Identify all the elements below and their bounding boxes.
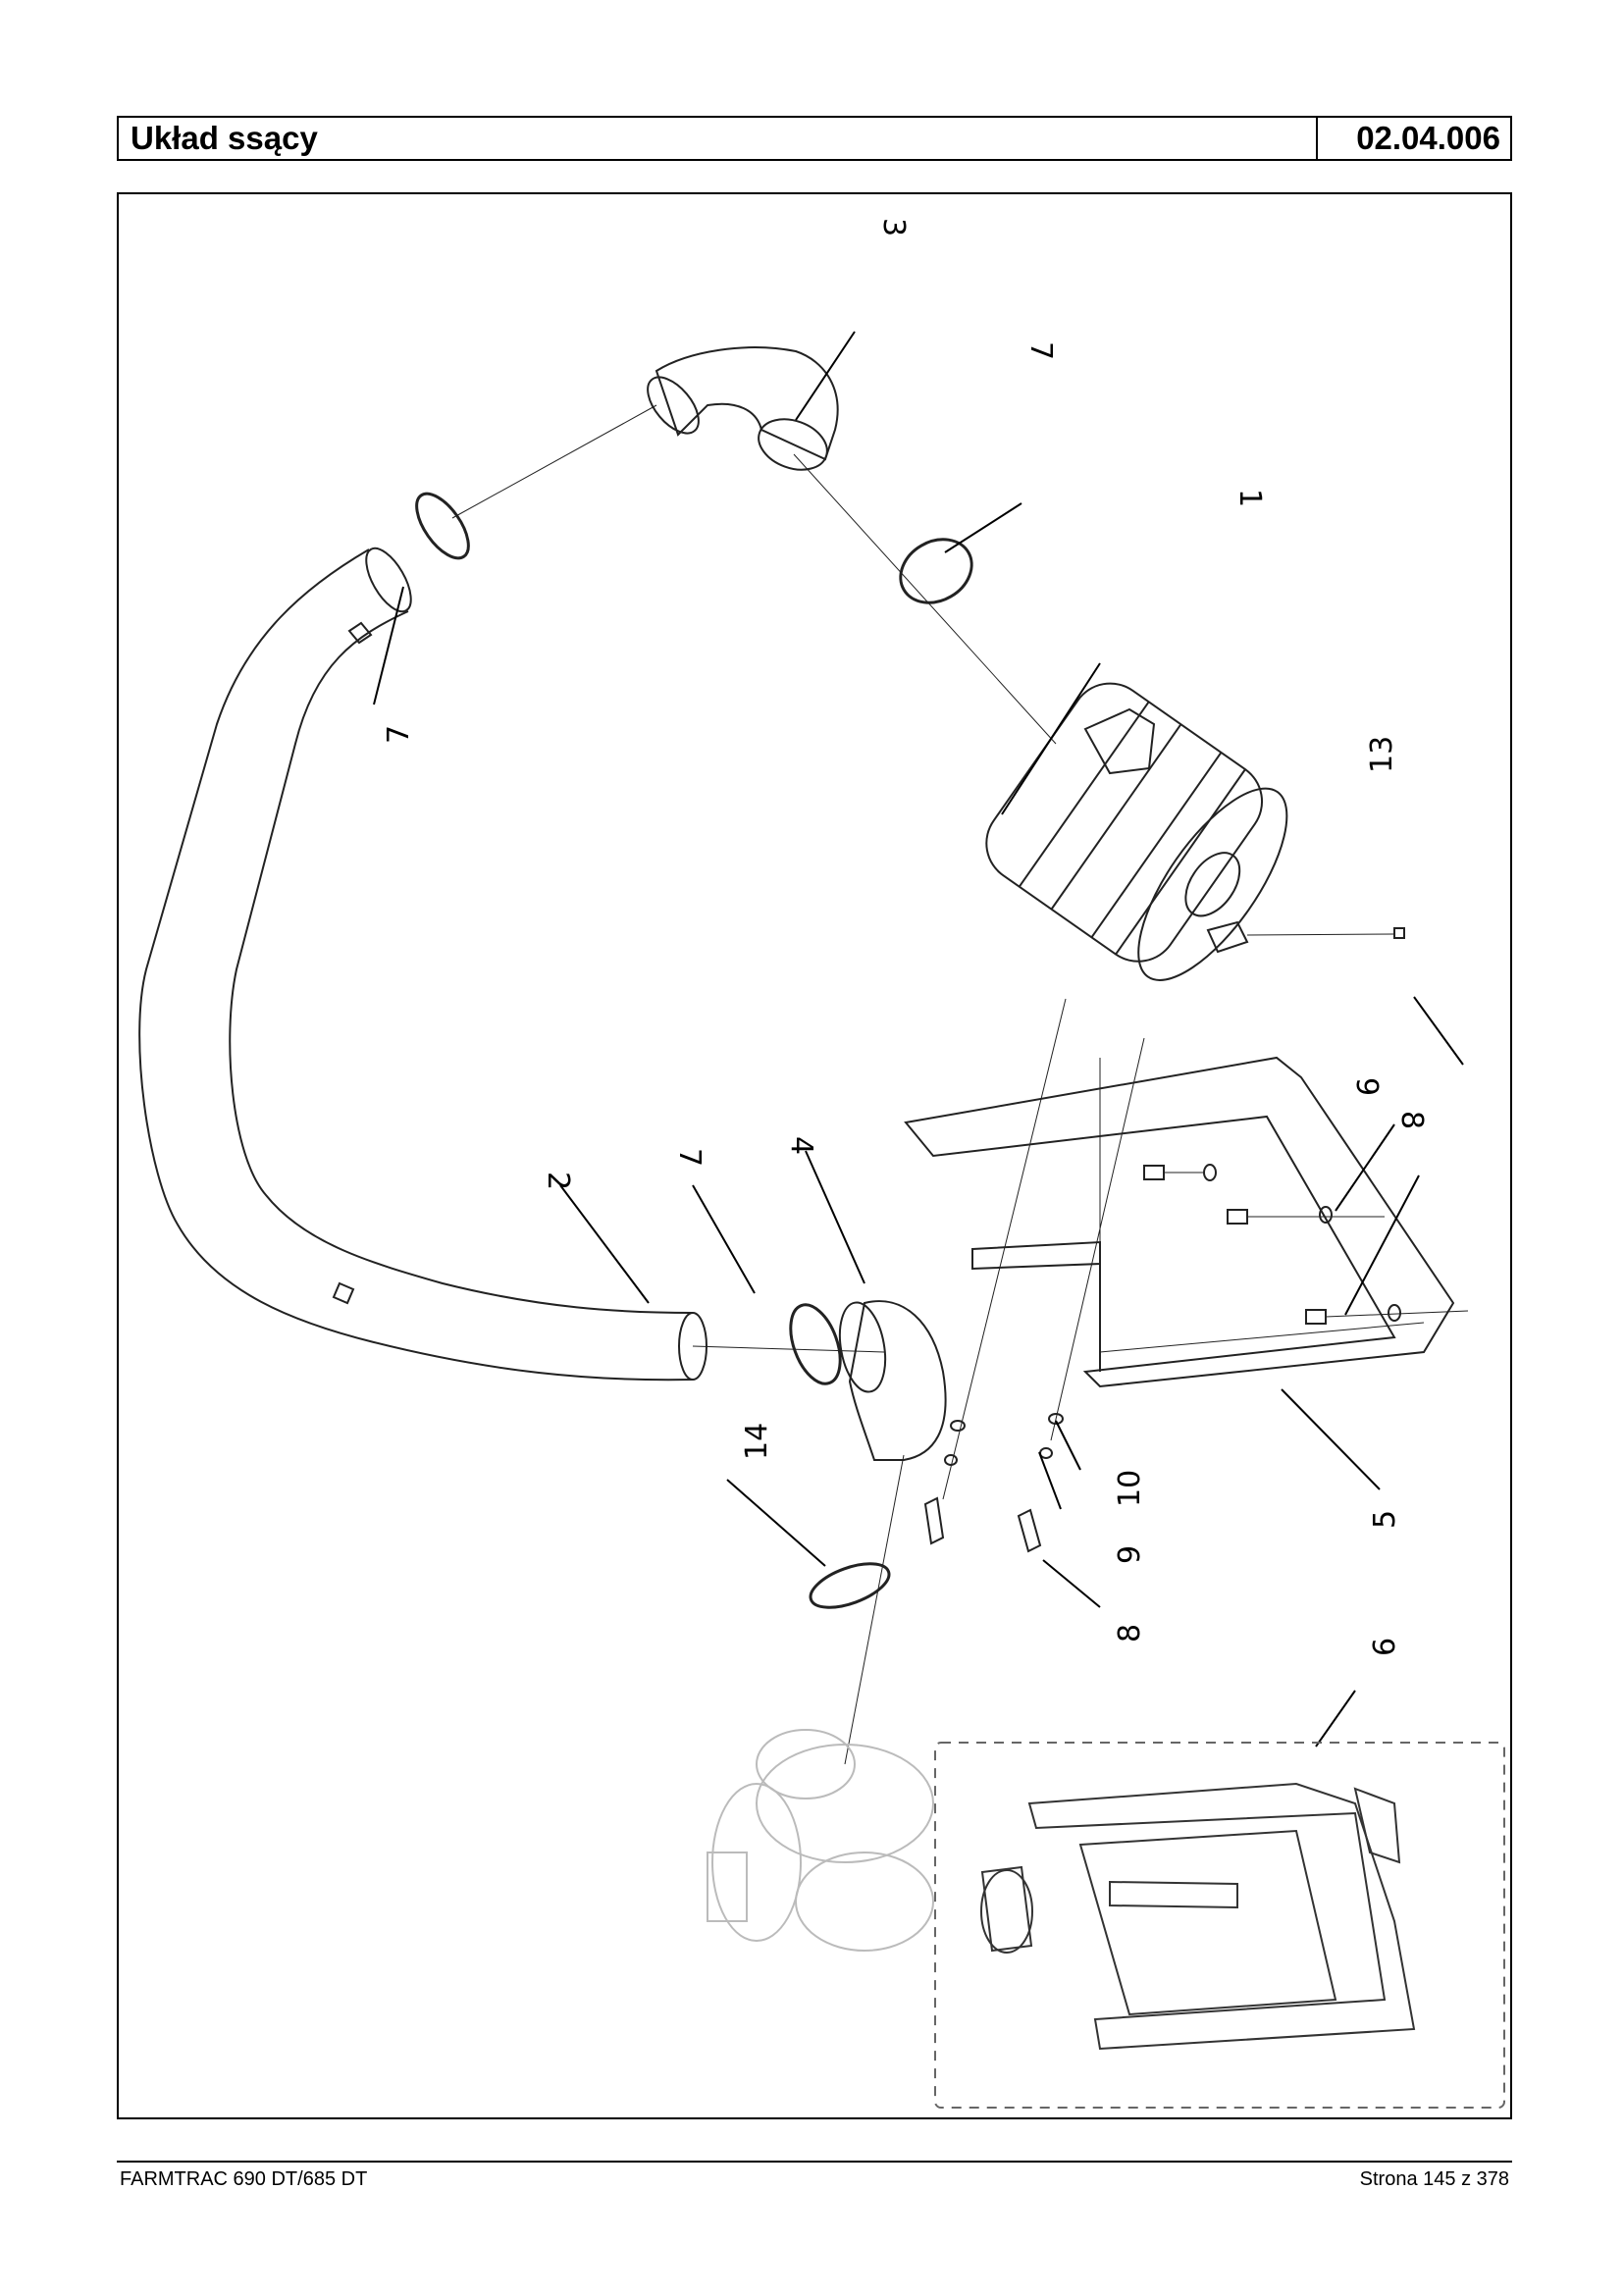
callout-9-bottom: 9: [1113, 1545, 1147, 1564]
intake-pipe-inner: [229, 610, 694, 1314]
elbow-lower: [848, 1300, 947, 1461]
mounting-bracket: [904, 1056, 1455, 1388]
callout-7-left: 7: [382, 725, 416, 744]
footer-page-number: Strona 145 z 378: [1359, 2168, 1509, 2190]
inset-bracket: [980, 1782, 1416, 2051]
callout-8-right: 8: [1394, 1111, 1429, 1129]
callout-7-mid: 7: [672, 1148, 707, 1167]
callout-14: 14: [740, 1423, 774, 1460]
elbow-top: [655, 346, 839, 461]
callout-4: 4: [784, 1136, 818, 1155]
air-filter: [985, 682, 1288, 981]
turbocharger-ghost: [707, 1729, 934, 1952]
page-header: Układ ssący 02.04.006: [117, 116, 1512, 161]
callout-9-right: 9: [1349, 1077, 1384, 1096]
callout-8-bottom: 8: [1113, 1624, 1147, 1643]
intake-pipe: [138, 548, 694, 1382]
callout-6: 6: [1368, 1638, 1402, 1656]
page-title: Układ ssący: [119, 118, 1318, 159]
footer-model: FARMTRAC 690 DT/685 DT: [120, 2168, 368, 2190]
exploded-diagram-frame: 3 7 1 7 13 9 8 2 7 4 14 10 9 8 5 6: [117, 192, 1512, 2119]
callout-2: 2: [541, 1172, 575, 1190]
callout-13: 13: [1365, 736, 1399, 773]
callout-labels: 3 7 1 7 13 9 8 2 7 4 14 10 9 8 5 6: [382, 218, 1429, 1656]
inset-box: [934, 1742, 1505, 2109]
footer-rule: [117, 2161, 1512, 2163]
callout-5: 5: [1368, 1510, 1402, 1529]
callout-7-top: 7: [1023, 341, 1058, 360]
callout-3: 3: [876, 218, 911, 236]
callout-10: 10: [1113, 1470, 1147, 1507]
leader-lines: [373, 331, 1464, 1747]
exploded-parts-diagram: 3 7 1 7 13 9 8 2 7 4 14 10 9 8 5 6: [138, 218, 1505, 2109]
section-code: 02.04.006: [1356, 120, 1500, 156]
callout-1: 1: [1232, 489, 1267, 507]
